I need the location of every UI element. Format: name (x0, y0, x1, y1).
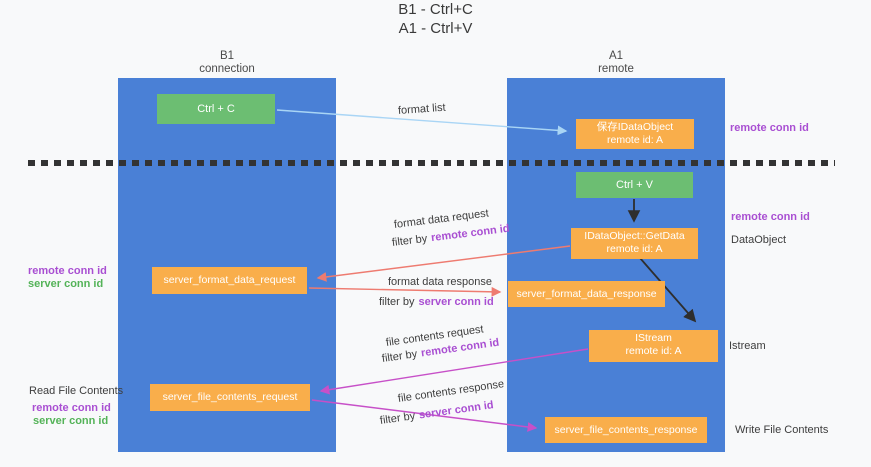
save-idataobject-line1: 保存IDataObject (596, 121, 674, 133)
lane-header-b1: B1 connection (118, 50, 336, 76)
server-conn-id-label-left-1: server conn id (28, 278, 104, 290)
server-conn-id-text: server conn id (418, 399, 495, 422)
lane-b1-name: B1 (219, 50, 235, 62)
format-response-arrow (308, 286, 502, 297)
write-file-contents-label: Write File Contents (735, 424, 829, 436)
ctrl-c-node: Ctrl + C (157, 94, 275, 124)
dataobject-label: DataObject (731, 234, 787, 246)
lane-a1-role: remote (598, 63, 634, 75)
diagram-title: B1 - Ctrl+C A1 - Ctrl+V (0, 0, 871, 38)
server-format-data-request-node: server_format_data_request (152, 267, 307, 294)
remote-conn-id-label-mid: remote conn id (731, 211, 810, 223)
server-file-contents-request-node: server_file_contents_request (150, 384, 310, 411)
istream-node: IStream remote id: A (589, 330, 718, 362)
filter-by-text: filter by (379, 410, 416, 427)
lane-header-a1: A1 remote (507, 50, 725, 76)
lane-b1-role: connection (199, 63, 255, 75)
getdata-line1: IDataObject::GetData (584, 230, 685, 242)
remote-conn-id-label-left-2: remote conn id (32, 402, 111, 414)
save-idataobject-line2: remote id: A (606, 134, 664, 146)
istream-line2: remote id: A (625, 345, 682, 357)
getdata-node: IDataObject::GetData remote id: A (571, 228, 698, 259)
lane-a1-name: A1 (608, 50, 624, 62)
remote-conn-id-label-left-1: remote conn id (28, 265, 107, 277)
save-idataobject-node: 保存IDataObject remote id: A (576, 119, 694, 149)
session-divider (28, 160, 835, 166)
server-format-data-response-node: server_format_data_response (508, 281, 665, 307)
server-conn-id-text: server conn id (418, 296, 494, 308)
server-file-contents-response-node: server_file_contents_response (545, 417, 707, 443)
remote-conn-id-text: remote conn id (430, 222, 511, 245)
read-file-contents-label: Read File Contents (29, 385, 124, 397)
diagram-title-line2: A1 - Ctrl+V (398, 20, 473, 37)
istream-line1: IStream (635, 332, 672, 344)
getdata-line2: remote id: A (606, 243, 663, 255)
filter-by-text: filter by (391, 232, 428, 249)
format-list-label: format list (397, 101, 446, 117)
istream-label: Istream (729, 340, 766, 352)
diagram-title-line1: B1 - Ctrl+C (398, 1, 473, 18)
filter-by-text: filter by (381, 348, 418, 365)
remote-conn-id-label-top: remote conn id (730, 122, 809, 134)
format-data-response-label: format data response (388, 276, 492, 288)
filter-by-text: filter by (379, 296, 415, 308)
ctrl-v-node: Ctrl + V (576, 172, 693, 198)
server-conn-id-label-left-2: server conn id (33, 415, 109, 427)
